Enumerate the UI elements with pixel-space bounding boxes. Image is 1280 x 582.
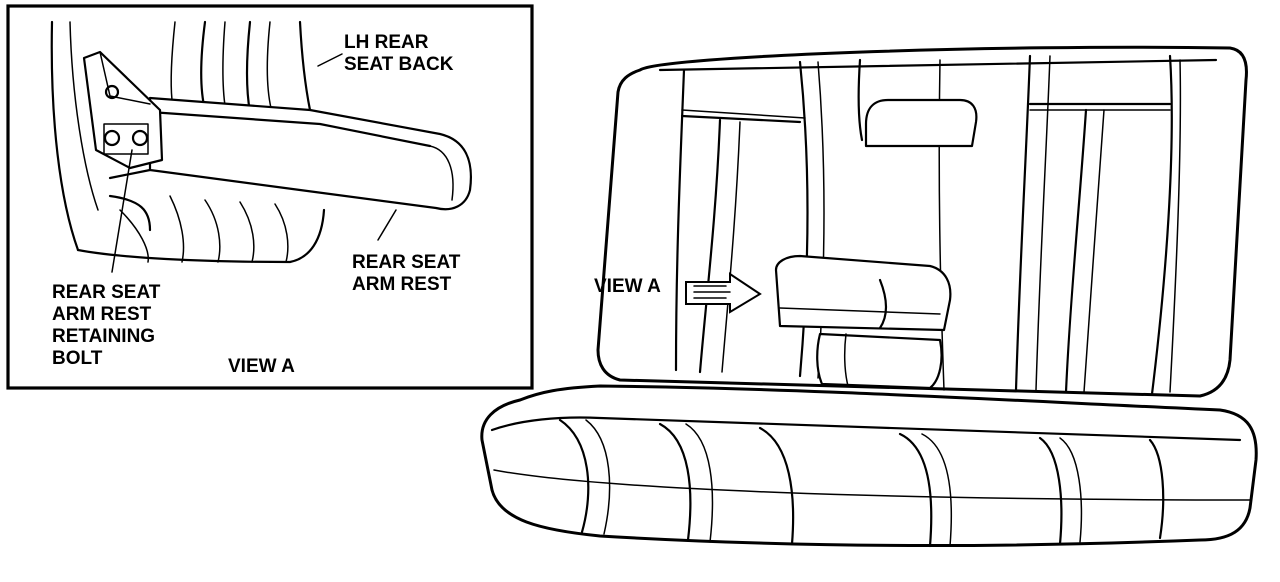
- inset-mounting-bracket: [82, 50, 164, 170]
- label-bolt-line-1: REAR SEAT: [52, 282, 161, 303]
- label-bolt-line-3: RETAINING: [52, 326, 155, 347]
- rear-seat-assembly: VIEW A: [480, 45, 1258, 548]
- label-bolt-line-4: BOLT: [52, 348, 103, 369]
- inset-frame: [6, 4, 534, 390]
- label-bolt-line-2: ARM REST: [52, 304, 152, 325]
- label-lh-rear: LH REAR: [344, 32, 429, 53]
- seat-back-outline: [596, 45, 1248, 398]
- retaining-bolt-head: [103, 129, 121, 147]
- arm-rest-leader: [377, 209, 397, 241]
- seat-back-leader: [317, 53, 343, 67]
- view-a-arrow: [685, 272, 762, 314]
- bolt-leader: [111, 149, 133, 273]
- label-seat-back: SEAT BACK: [344, 54, 454, 75]
- label-arm-rest: ARM REST: [352, 274, 452, 295]
- view-a-pointer-label: VIEW A: [594, 276, 661, 297]
- folded-arm-rest: [774, 254, 952, 390]
- view-a-inset: LH REAR SEAT BACK REAR SEAT ARM REST REA…: [6, 4, 534, 390]
- bracket-bolt-hole: [104, 84, 120, 100]
- seat-cushion-outline: [480, 384, 1258, 548]
- retaining-bolt-head-2: [131, 129, 149, 147]
- center-headrest: [864, 98, 978, 148]
- seat-cushion-pleats: [558, 418, 1165, 548]
- inset-caption: VIEW A: [228, 356, 295, 377]
- inset-arm-rest: [108, 96, 472, 211]
- label-rear-seat: REAR SEAT: [352, 252, 461, 273]
